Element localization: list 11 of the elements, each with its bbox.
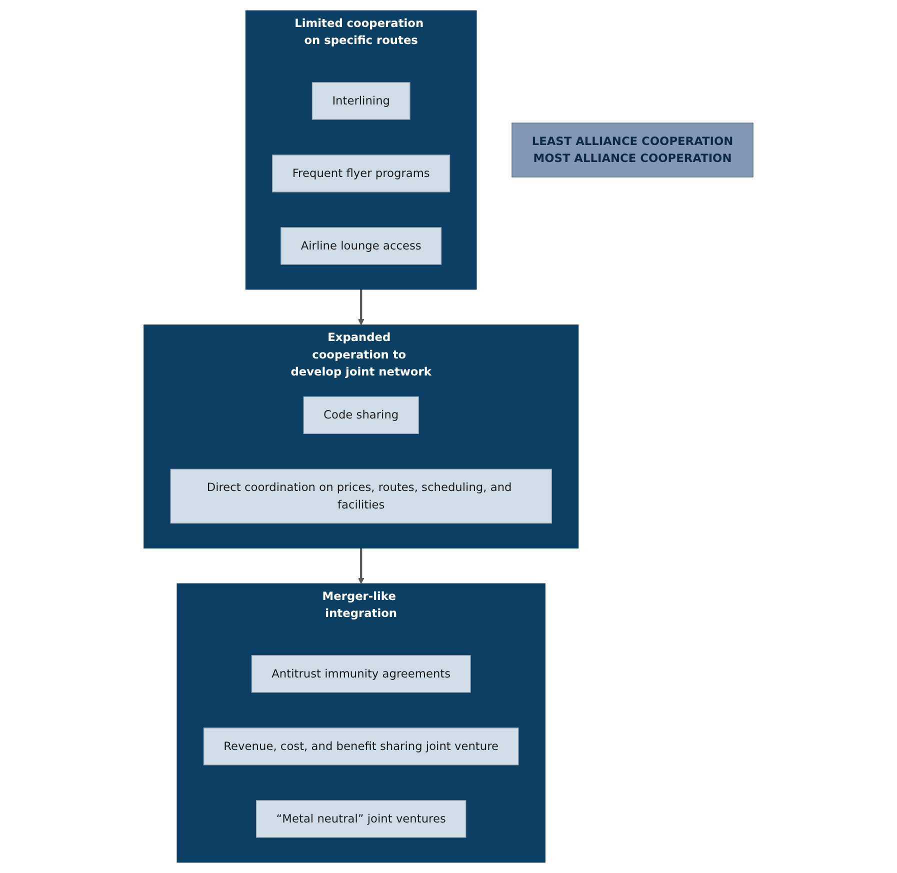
node-box: Code sharing [303, 396, 419, 434]
node-box: Antitrust immunity agreements [251, 655, 471, 693]
node-box: Airline lounge access [280, 227, 442, 265]
arrow [358, 289, 364, 326]
node-box: “Metal neutral” joint ventures [256, 800, 466, 838]
node-box: Direct coordination on prices, routes, scheduling, and facilities [170, 468, 552, 524]
node-box: Frequent flyer programs [272, 154, 450, 192]
node-box: Revenue, cost, and benefit sharing joint venture [203, 728, 519, 766]
arrow [358, 548, 364, 584]
node-box: LEAST ALLIANCE COOPERATION MOST ALLIANCE COOPERATION [512, 122, 754, 178]
node-box: Interlining [312, 82, 410, 120]
